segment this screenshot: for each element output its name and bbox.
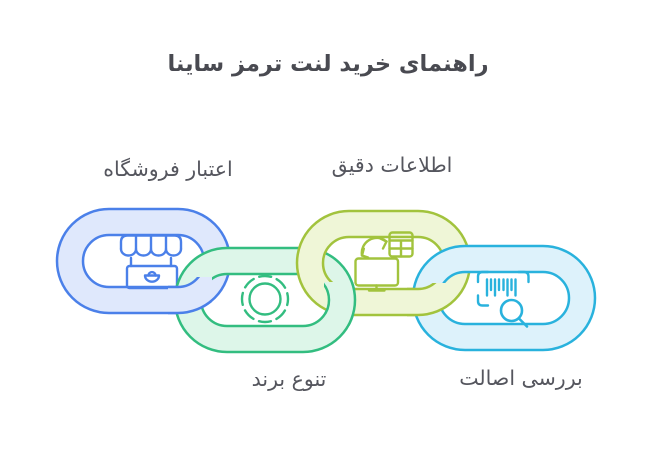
dashed-circle-icon [240, 274, 290, 324]
barcode-search-icon [476, 270, 530, 328]
step-label-authenticity-check: بررسی اصالت [459, 366, 583, 390]
step-label-store-credibility: اعتبار فروشگاه [103, 157, 233, 181]
data-sync-icon [354, 231, 414, 292]
step-label-accurate-info: اطلاعات دقیق [331, 153, 453, 177]
page-title: راهنمای خرید لنت ترمز ساینا [167, 51, 489, 77]
chain-link-authenticity [411, 244, 597, 352]
step-label-brand-variety: تنوع برند [251, 367, 327, 391]
storefront-icon [119, 234, 183, 290]
